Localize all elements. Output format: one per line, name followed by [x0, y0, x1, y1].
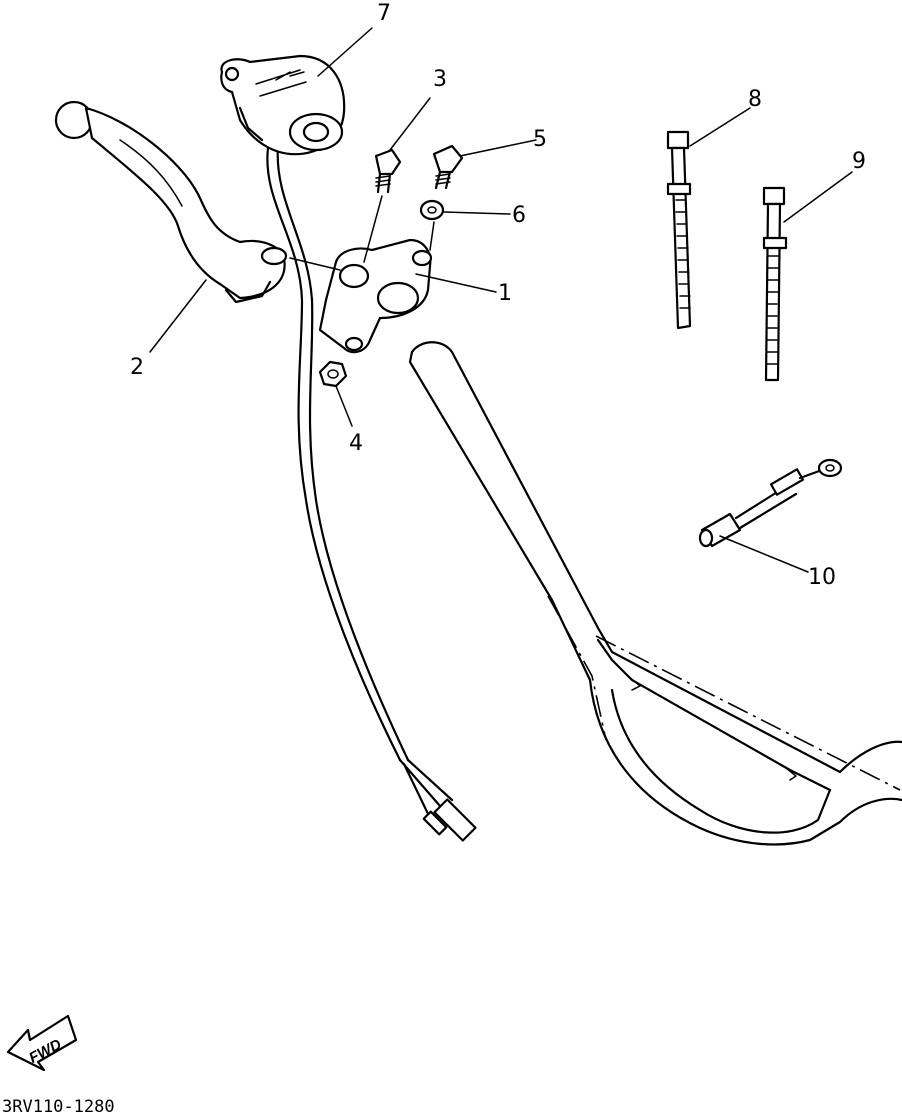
pivot-bolt-3 [374, 148, 402, 194]
callout-3: 3 [433, 67, 447, 92]
callout-9: 9 [852, 149, 866, 174]
callout-labels: 7 3 5 6 1 2 4 8 9 10 [130, 1, 866, 590]
callout-7: 7 [377, 1, 391, 26]
leader-lines [149, 27, 853, 573]
wire-lead-10 [698, 458, 843, 548]
cable-tie-8 [666, 130, 692, 330]
callout-2: 2 [130, 355, 144, 380]
nut-4 [318, 360, 348, 388]
callout-1: 1 [498, 281, 512, 306]
cable-tie-9 [762, 186, 788, 382]
lever-bracket-1 [318, 238, 433, 354]
switch-housing-7 [220, 54, 346, 156]
callout-8: 8 [748, 87, 762, 112]
callout-6: 6 [512, 203, 526, 228]
callout-5: 5 [533, 127, 547, 152]
bolt-5 [432, 144, 464, 190]
clutch-lever-2 [54, 100, 288, 304]
washer-6 [419, 199, 445, 221]
callout-4: 4 [349, 431, 363, 456]
handlebar [408, 341, 902, 846]
diagram-code: 3RV110-1280 [2, 1097, 115, 1114]
fwd-label: FWD [26, 1036, 64, 1067]
callout-10: 10 [808, 565, 836, 590]
cable [266, 144, 477, 842]
fwd-arrow-icon: FWD [6, 1014, 78, 1072]
